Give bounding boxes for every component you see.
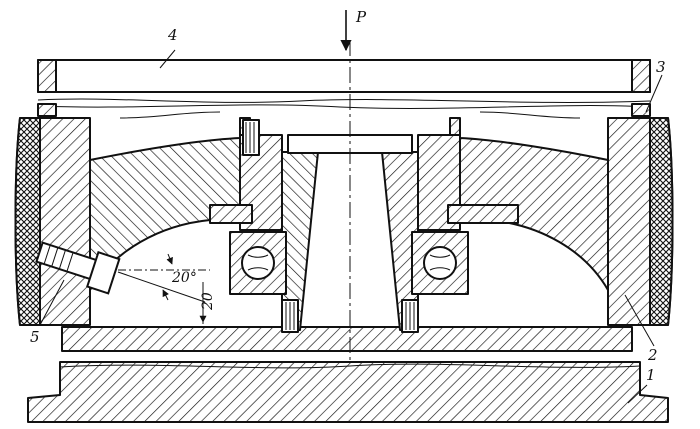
base-plate [27,361,669,423]
bearing-right [411,231,469,295]
part-label-3: 3 [656,58,666,76]
top-plate [37,59,651,117]
leader-4: 4 [159,26,178,69]
leader-1: 1 [627,366,656,404]
load-arrow: P [340,8,367,52]
part-label-2: 2 [647,346,658,364]
lower-studs [281,299,419,333]
tyre-band [14,117,674,326]
force-label: P [355,8,367,26]
lower-plate [61,326,633,352]
wheel-housing [14,111,674,331]
bolt [35,241,121,295]
distance-label: 20 [200,292,216,311]
leader-5: 5 [30,279,65,346]
bearing-left [229,231,287,295]
leader-3: 3 [645,58,666,113]
part-label-4: 4 [167,26,178,44]
angle-dimension: 20° [117,253,210,303]
part-label-1: 1 [646,366,656,384]
part-label-5: 5 [30,328,40,346]
angle-label: 20° [171,270,197,286]
distance-dimension: 20 [199,282,216,324]
leader-2: 2 [624,294,658,364]
